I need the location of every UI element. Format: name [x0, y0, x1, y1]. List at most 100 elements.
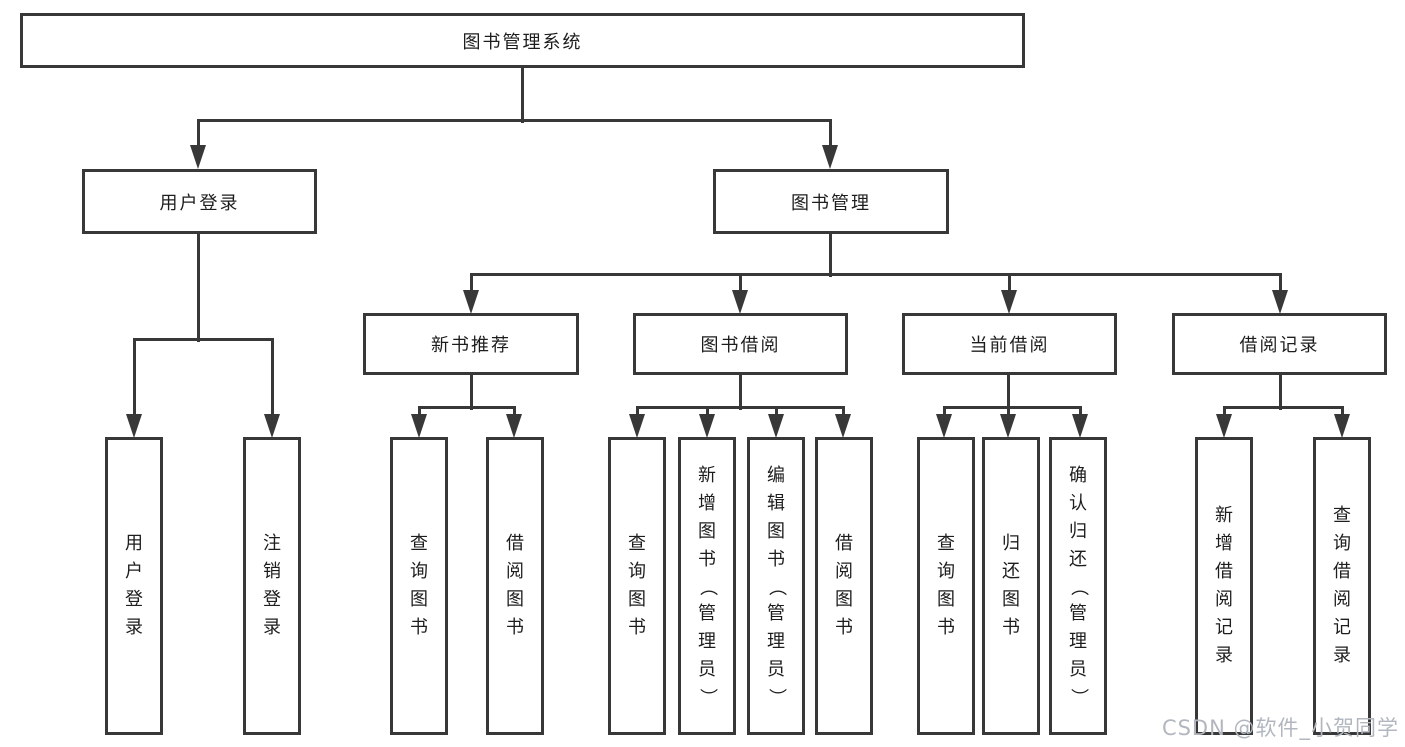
connector-stem: [197, 233, 200, 342]
arrowhead-icon: [264, 414, 280, 438]
arrowhead-icon: [699, 414, 715, 438]
vertical-char: 书: [506, 617, 524, 638]
vertical-char: 录: [1215, 645, 1233, 666]
arrowhead-icon: [1334, 414, 1350, 438]
connector-bar: [197, 119, 832, 122]
vertical-char: 图: [937, 589, 955, 610]
vertical-char: （: [697, 578, 718, 596]
vertical-char: 书: [1002, 617, 1020, 638]
leaf-borrowing-add-books-admin: 新增图书（管理员）: [678, 437, 736, 735]
vertical-char: 增: [698, 493, 716, 514]
leaf-user-login: 用户登录: [105, 437, 163, 735]
vertical-char: 管: [698, 603, 716, 624]
vertical-char: 阅: [1215, 589, 1233, 610]
node-current-borrowing: 当前借阅: [902, 313, 1117, 375]
node-new-book-recommend: 新书推荐: [363, 313, 579, 375]
vertical-char: 图: [410, 589, 428, 610]
vertical-char: 户: [125, 561, 143, 582]
vertical-char: 图: [698, 521, 716, 542]
connector-drop: [636, 407, 639, 418]
vertical-char: 书: [628, 617, 646, 638]
connector-drop: [1007, 407, 1010, 418]
connector-drop: [829, 120, 832, 149]
connector-drop: [197, 120, 200, 149]
vertical-char: 阅: [1333, 589, 1351, 610]
vertical-char: 书: [410, 617, 428, 638]
vertical-char: 增: [1215, 533, 1233, 554]
vertical-char: 图: [628, 589, 646, 610]
vertical-char: 注: [263, 533, 281, 554]
vertical-char: 归: [1002, 533, 1020, 554]
leaf-logout-login: 注销登录: [243, 437, 301, 735]
arrowhead-icon: [732, 290, 748, 314]
connector-stem: [470, 375, 473, 410]
vertical-char: ）: [697, 688, 718, 706]
connector-drop: [1079, 407, 1082, 418]
leaf-records-add-borrow-record: 新增借阅记录: [1195, 437, 1253, 735]
arrowhead-icon: [506, 414, 522, 438]
vertical-char: 辑: [767, 493, 785, 514]
leaf-current-query-books: 查询图书: [917, 437, 975, 735]
vertical-char: 书: [835, 617, 853, 638]
connector-drop: [470, 274, 473, 294]
vertical-char: 录: [263, 617, 281, 638]
node-borrowing-records: 借阅记录: [1172, 313, 1387, 375]
arrowhead-icon: [126, 414, 142, 438]
vertical-char: 书: [937, 617, 955, 638]
leaf-records-query-borrow-record: 查询借阅记录: [1313, 437, 1371, 735]
vertical-char: 理: [698, 631, 716, 652]
vertical-char: 员: [698, 659, 716, 680]
leaf-current-confirm-return-admin: 确认归还（管理员）: [1049, 437, 1107, 735]
vertical-char: 登: [125, 589, 143, 610]
vertical-char: 查: [410, 533, 428, 554]
connector-drop: [775, 407, 778, 418]
node-book-borrowing: 图书借阅: [633, 313, 848, 375]
vertical-char: 认: [1069, 493, 1087, 514]
leaf-current-return-books: 归还图书: [982, 437, 1040, 735]
connector-drop: [418, 407, 421, 418]
node-user-login: 用户登录: [82, 169, 317, 234]
vertical-char: 员: [1069, 659, 1087, 680]
vertical-char: 编: [767, 465, 785, 486]
vertical-char: 借: [1333, 561, 1351, 582]
connector-drop: [739, 274, 742, 294]
connector-bar: [418, 406, 516, 409]
arrowhead-icon: [1216, 414, 1232, 438]
vertical-char: 查: [1333, 505, 1351, 526]
arrowhead-icon: [822, 145, 838, 169]
leaf-borrowing-edit-books-admin: 编辑图书（管理员）: [747, 437, 805, 735]
connector-drop: [271, 339, 274, 418]
vertical-char: 图: [506, 589, 524, 610]
node-library-management-system: 图书管理系统: [20, 13, 1025, 68]
arrowhead-icon: [1072, 414, 1088, 438]
vertical-char: 还: [1069, 549, 1087, 570]
arrowhead-icon: [768, 414, 784, 438]
vertical-char: 新: [1215, 505, 1233, 526]
vertical-char: 确: [1069, 465, 1087, 486]
connector-stem: [521, 68, 524, 123]
vertical-char: 用: [125, 533, 143, 554]
connector-stem: [1279, 375, 1282, 410]
vertical-char: 询: [937, 561, 955, 582]
vertical-char: 管: [767, 603, 785, 624]
vertical-char: 询: [1333, 533, 1351, 554]
vertical-char: 还: [1002, 561, 1020, 582]
arrowhead-icon: [936, 414, 952, 438]
arrowhead-icon: [1272, 290, 1288, 314]
connector-drop: [1223, 407, 1226, 418]
connector-stem: [1007, 375, 1010, 410]
leaf-borrowing-query-books: 查询图书: [608, 437, 666, 735]
connector-stem: [739, 375, 742, 410]
arrowhead-icon: [629, 414, 645, 438]
vertical-char: 书: [698, 549, 716, 570]
arrowhead-icon: [1000, 414, 1016, 438]
vertical-char: 管: [1069, 603, 1087, 624]
vertical-char: 归: [1069, 521, 1087, 542]
connector-drop: [706, 407, 709, 418]
arrowhead-icon: [411, 414, 427, 438]
connector-bar: [636, 406, 845, 409]
connector-drop: [943, 407, 946, 418]
vertical-char: 借: [1215, 561, 1233, 582]
leaf-borrowing-borrow-books: 借阅图书: [815, 437, 873, 735]
vertical-char: 借: [506, 533, 524, 554]
